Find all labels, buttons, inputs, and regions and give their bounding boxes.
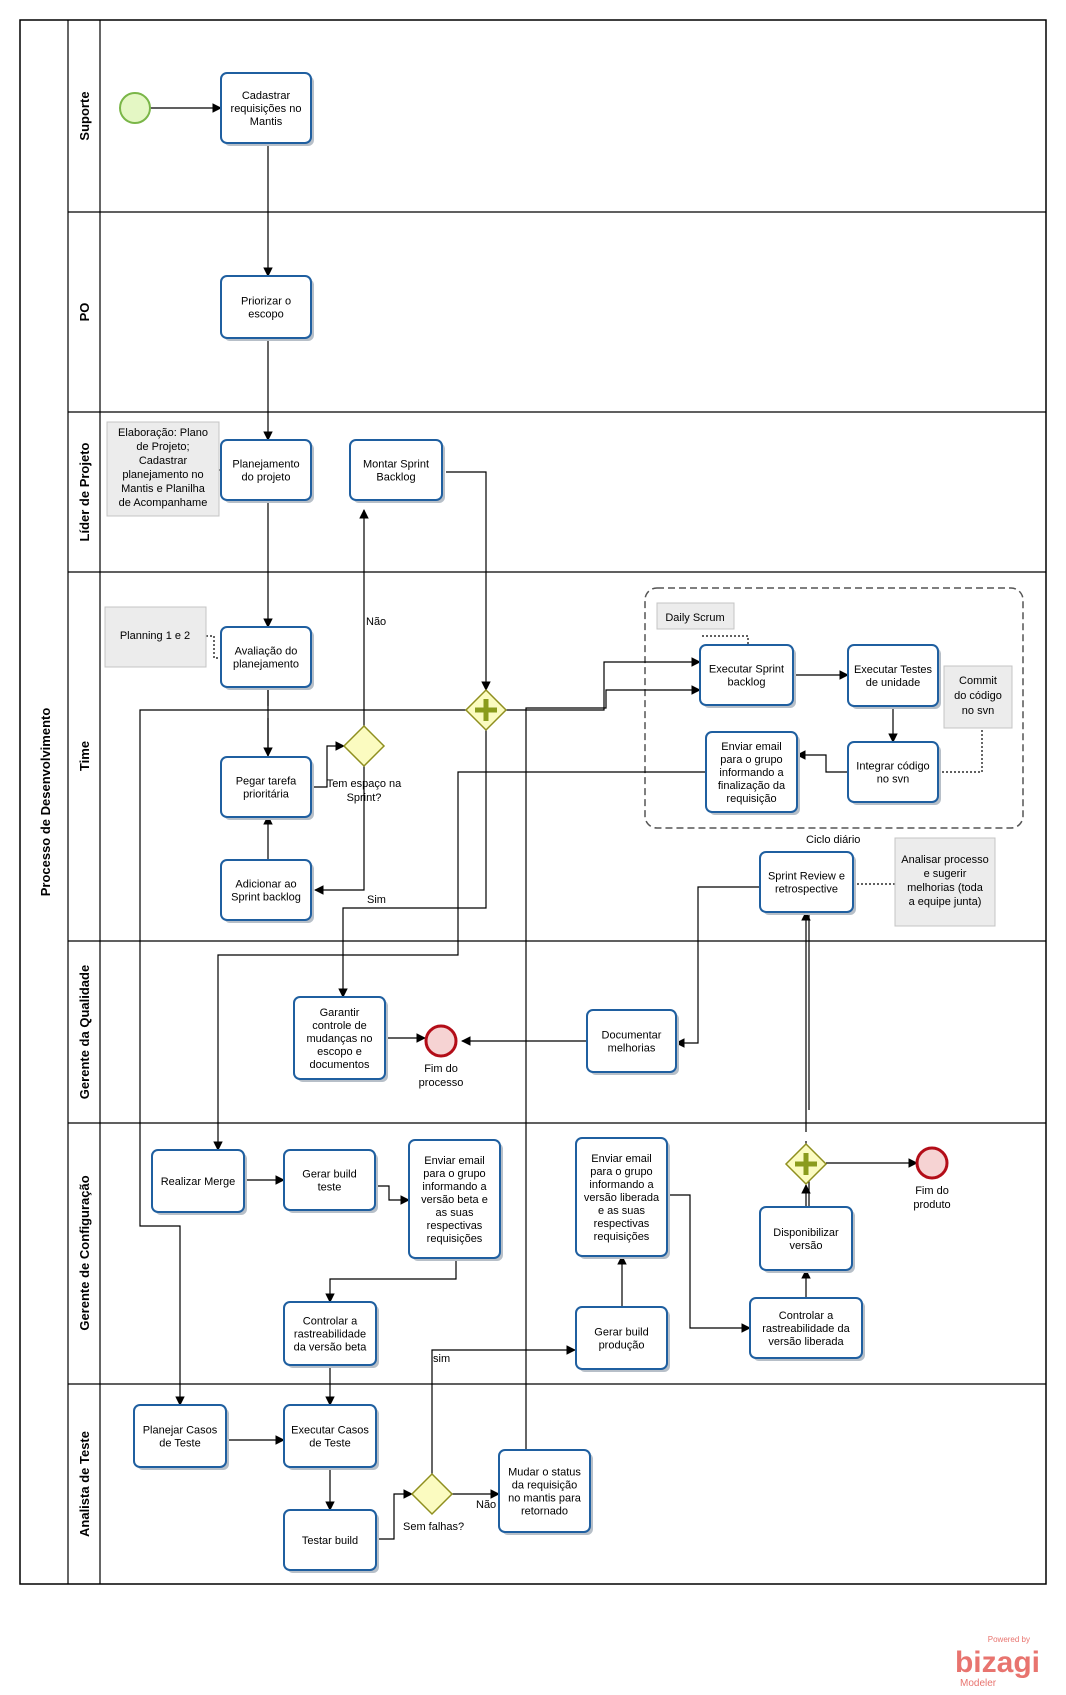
svg-text:Daily Scrum: Daily Scrum [665, 612, 724, 624]
flow-label-sim-top: Sim [367, 894, 386, 906]
lane-label-6: Analista de Teste [77, 1431, 92, 1537]
lane-label-0: Suporte [77, 91, 92, 140]
sequence-flows [139, 103, 918, 1540]
end-event-fim-produto[interactable] [915, 1146, 949, 1180]
bizagi-logo: bizagi [955, 1646, 1040, 1679]
annotation-daily-scrum: Daily Scrum [656, 602, 735, 630]
lane-label-5: Gerente de Configuração [77, 1175, 92, 1330]
lane-label-1: PO [77, 303, 92, 322]
gateway-tem-espaco[interactable] [342, 724, 386, 768]
task-testar-build[interactable]: Testar build [283, 1509, 379, 1573]
svg-text:Testar build: Testar build [302, 1535, 358, 1547]
lane-label-4: Gerente da Qualidade [77, 965, 92, 1099]
end-event-fim-processo[interactable] [424, 1024, 458, 1058]
gateway-parallel-time[interactable] [464, 688, 508, 732]
lane-label-3: Time [77, 741, 92, 771]
task-realizar-merge[interactable]: Realizar Merge [151, 1149, 247, 1215]
annotation-planning: Planning 1 e 2 [104, 606, 207, 668]
pool-title: Processo de Desenvolvimento [38, 708, 53, 897]
ciclo-diario-group [644, 587, 1024, 829]
gateway-parallel-config[interactable] [784, 1142, 828, 1186]
flow-label-sim-bottom: sim [433, 1353, 450, 1365]
start-event[interactable] [119, 92, 151, 124]
flow-label-nao-top: Não [366, 616, 386, 628]
modeler-label: Modeler [960, 1678, 997, 1689]
ciclo-diario-label: Ciclo diário [806, 834, 860, 846]
svg-text:Planning 1 e 2: Planning 1 e 2 [120, 630, 190, 642]
lane-label-2: Líder de Projeto [77, 442, 92, 541]
powered-by-label: Powered by [988, 1635, 1030, 1644]
gateway-sem-falhas[interactable] [410, 1472, 454, 1516]
flow-label-nao-bottom: Não [476, 1499, 496, 1511]
svg-text:Realizar Merge: Realizar Merge [161, 1176, 236, 1188]
sem-falhas-label: Sem falhas? [403, 1521, 464, 1533]
